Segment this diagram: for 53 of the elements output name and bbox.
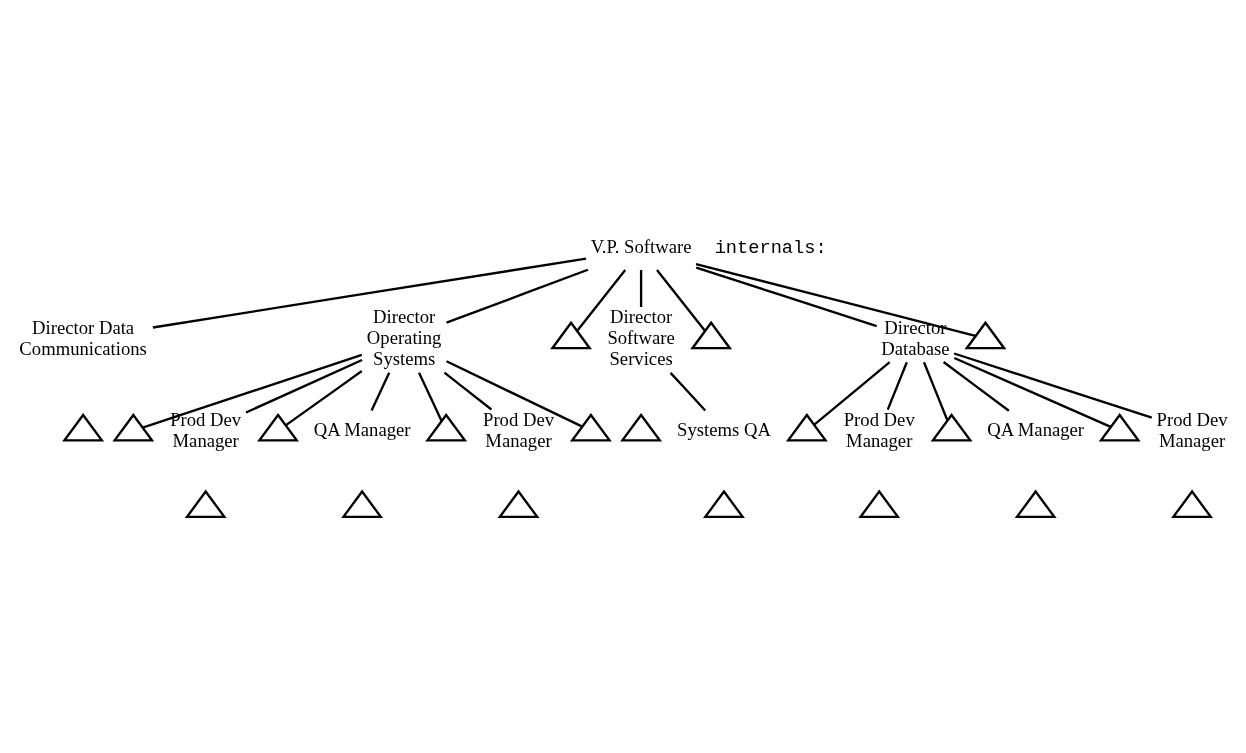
node-triangle <box>425 413 468 442</box>
connector <box>953 352 1153 419</box>
node-text: V.P. Software <box>590 236 692 258</box>
connector <box>813 361 891 426</box>
node-triangle <box>1014 489 1057 519</box>
connector <box>942 361 1010 412</box>
node-triangle <box>497 489 540 519</box>
node-triangle <box>62 413 105 442</box>
connector <box>446 268 589 324</box>
node-text: QA Manager <box>313 419 411 441</box>
connector <box>370 372 391 411</box>
node-triangle <box>964 320 1007 350</box>
node-triangle <box>620 413 663 442</box>
node-triangle <box>184 489 227 519</box>
connector <box>639 270 643 307</box>
node-triangle <box>858 489 901 519</box>
node-text: Director Data Communications <box>19 316 147 359</box>
connector <box>695 262 976 338</box>
node-triangle <box>550 320 593 350</box>
node-text: Director Database <box>881 316 950 359</box>
connector <box>656 269 706 332</box>
label: internals: <box>714 237 827 260</box>
connector <box>669 372 707 412</box>
connector <box>285 370 363 427</box>
node-text: Systems QA <box>677 419 771 441</box>
node-triangle <box>785 413 828 442</box>
connector <box>245 358 363 414</box>
node-triangle <box>703 489 745 519</box>
node-triangle <box>1171 489 1214 519</box>
node-text: Prod Dev Manager <box>1156 408 1228 451</box>
connector <box>152 257 587 329</box>
node-triangle <box>1098 413 1141 442</box>
node-text: Prod Dev Manager <box>170 408 242 451</box>
connector <box>418 372 443 422</box>
node-triangle <box>690 320 733 350</box>
node-text: Director Software Services <box>607 306 675 370</box>
connector <box>142 353 363 429</box>
node-text: QA Manager <box>987 419 1085 441</box>
connector <box>446 360 583 428</box>
node-text: Director Operating Systems <box>366 306 442 370</box>
connector <box>443 371 493 411</box>
node-triangle <box>257 413 300 442</box>
node-text: Prod Dev Manager <box>843 408 915 451</box>
node-triangle <box>112 413 155 442</box>
connector <box>886 361 908 411</box>
connector <box>576 269 627 332</box>
connector <box>695 266 878 328</box>
connector <box>922 361 949 421</box>
node-text: Prod Dev Manager <box>483 408 555 451</box>
node-triangle <box>341 489 384 519</box>
node-triangle <box>930 413 973 442</box>
connector <box>953 356 1112 428</box>
node-triangle <box>569 413 612 442</box>
